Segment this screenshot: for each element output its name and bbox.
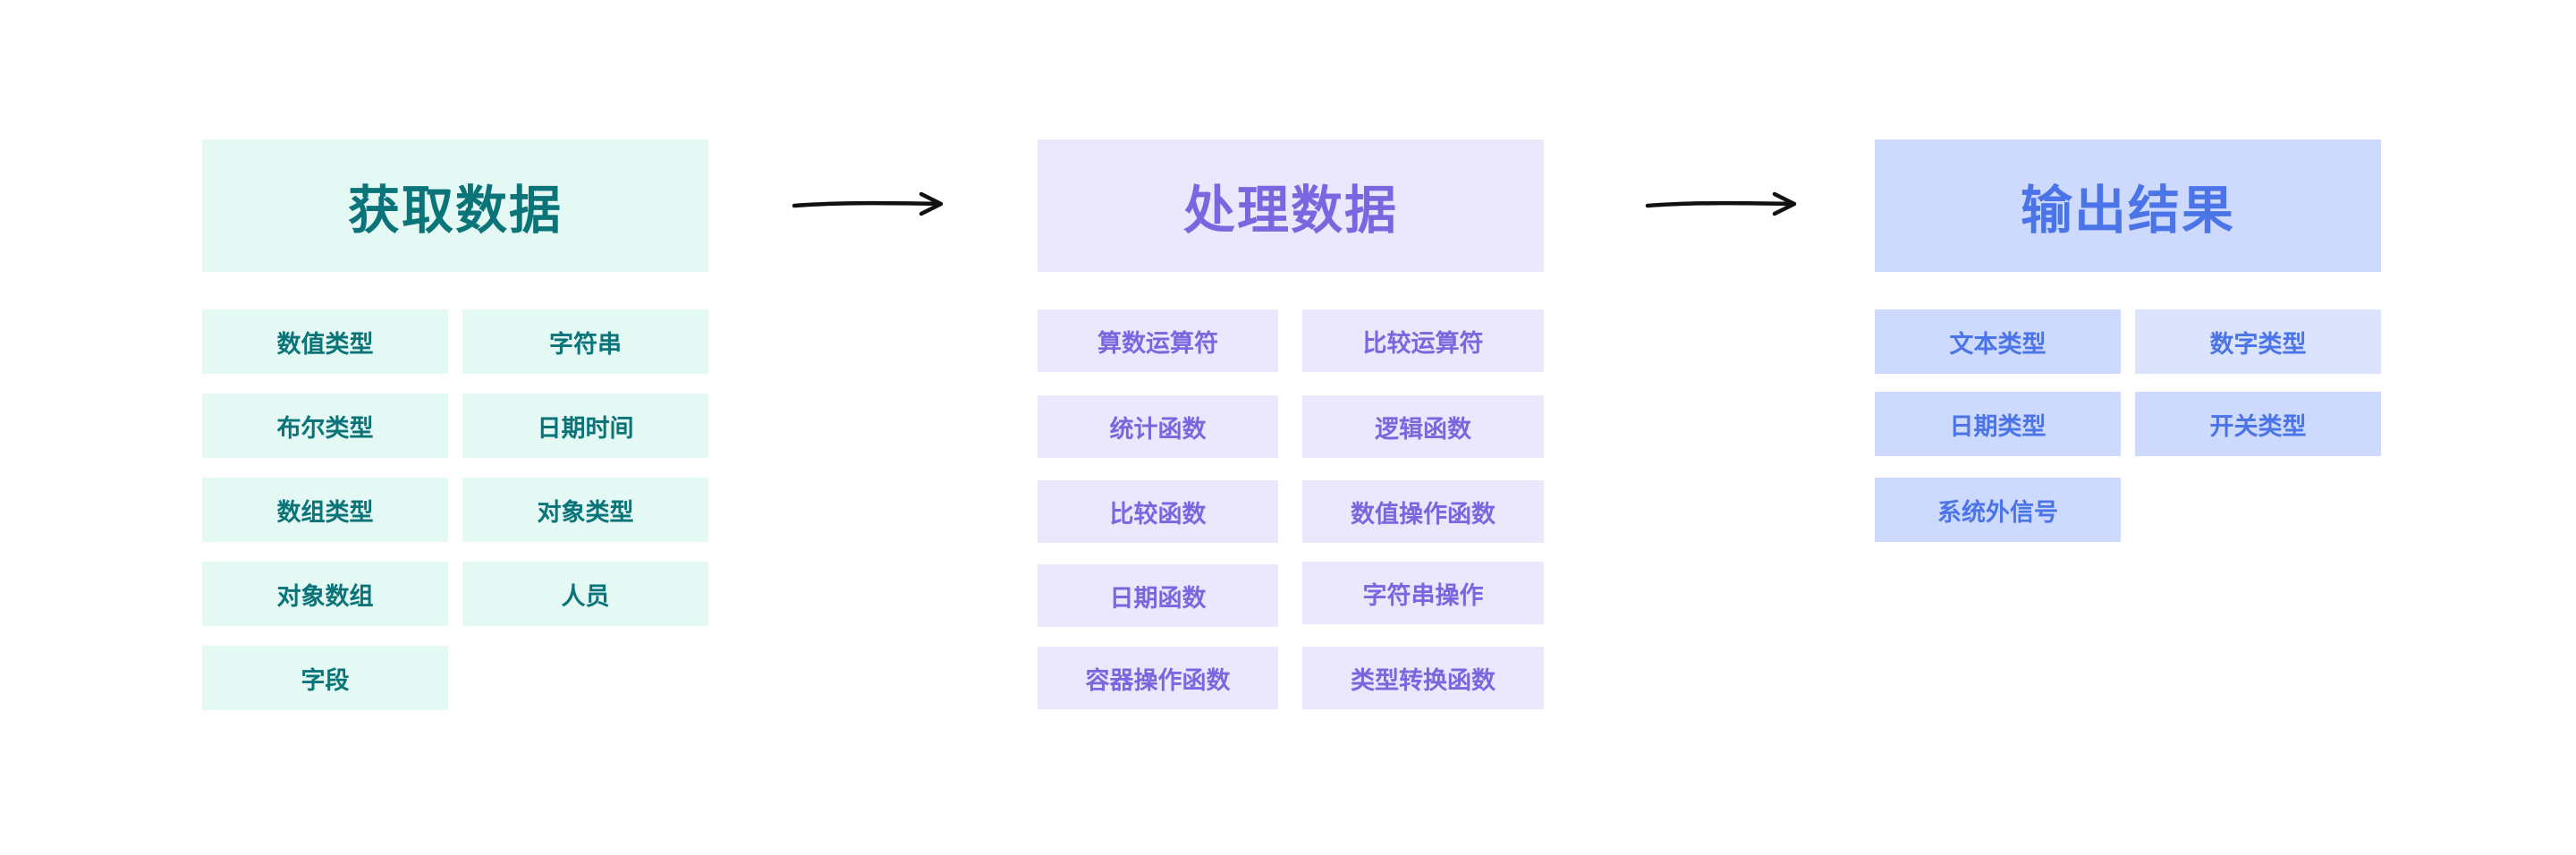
flow-arrow-2 [1645, 191, 1797, 216]
get-data-item: 字符串 [462, 309, 708, 374]
process-data-item: 统计函数 [1038, 395, 1278, 458]
process-data-item: 比较函数 [1038, 480, 1278, 543]
process-data-item: 逻辑函数 [1302, 395, 1544, 458]
stage-process-data-header: 处理数据 [1038, 140, 1544, 272]
flow-arrow-1 [792, 191, 944, 216]
output-item: 文本类型 [1875, 309, 2121, 374]
process-data-item: 字符串操作 [1302, 562, 1544, 624]
get-data-item: 字段 [202, 646, 448, 710]
get-data-item: 对象类型 [462, 478, 708, 542]
get-data-item: 日期时间 [462, 394, 708, 458]
process-data-item: 容器操作函数 [1038, 647, 1278, 709]
process-data-item: 数值操作函数 [1302, 480, 1544, 543]
process-data-item: 算数运算符 [1038, 309, 1278, 372]
output-item: 系统外信号 [1875, 478, 2121, 542]
stage-output-header: 输出结果 [1875, 140, 2381, 272]
output-item: 开关类型 [2135, 392, 2381, 456]
get-data-item: 布尔类型 [202, 394, 448, 458]
get-data-item: 数组类型 [202, 478, 448, 542]
get-data-item: 对象数组 [202, 562, 448, 626]
output-item: 数字类型 [2135, 309, 2381, 374]
process-data-item: 比较运算符 [1302, 309, 1544, 372]
get-data-item: 数值类型 [202, 309, 448, 374]
output-item: 日期类型 [1875, 392, 2121, 456]
process-data-item: 类型转换函数 [1302, 647, 1544, 709]
stage-get-data-header: 获取数据 [202, 140, 708, 272]
process-data-item: 日期函数 [1038, 564, 1278, 627]
get-data-item: 人员 [462, 562, 708, 626]
